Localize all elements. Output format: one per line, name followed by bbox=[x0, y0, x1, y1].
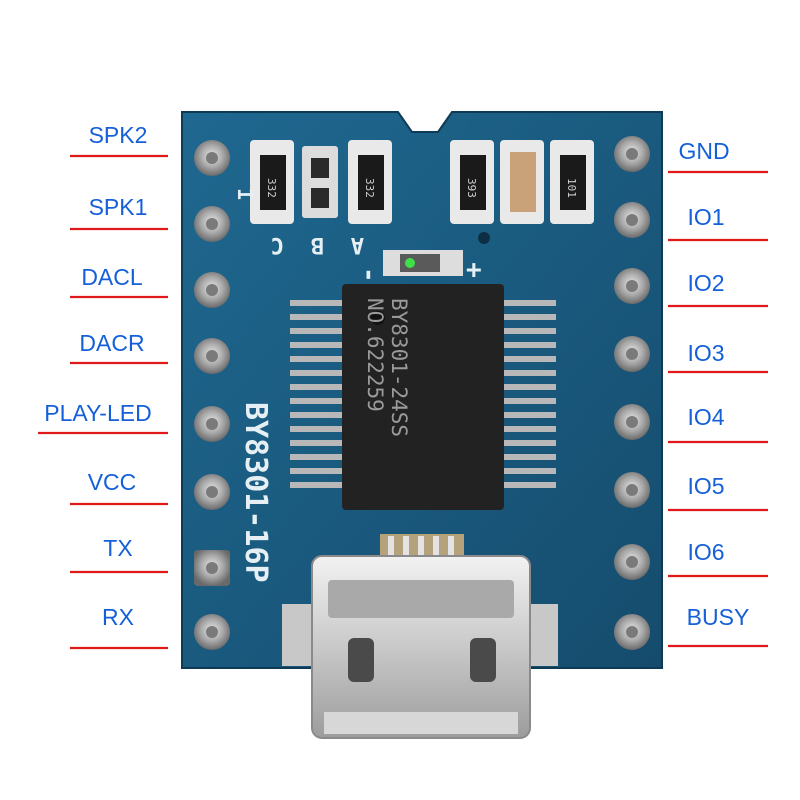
pin-label-tx: TX bbox=[103, 535, 132, 561]
micro-usb-connector bbox=[282, 534, 558, 739]
jumper-mark: 1 bbox=[233, 188, 257, 200]
led: - + bbox=[354, 250, 482, 285]
chip-leads-right bbox=[500, 300, 556, 488]
chip-marking-line2: NO.622259 bbox=[363, 298, 387, 412]
pin-label-spk1: SPK1 bbox=[89, 194, 148, 220]
pin-label-io6: IO6 bbox=[687, 539, 724, 565]
board-silk-label: BY8301-16P bbox=[238, 402, 273, 583]
pin-label-io1: IO1 bbox=[687, 204, 724, 230]
chip-leads-left bbox=[290, 300, 346, 488]
resistor-code: 393 bbox=[465, 178, 478, 198]
pin-label-gnd: GND bbox=[678, 138, 729, 164]
led-minus: - bbox=[354, 267, 384, 283]
jumper-label-a: A bbox=[351, 232, 364, 257]
pin-label-spk2: SPK2 bbox=[89, 122, 148, 148]
pin-label-play-led: PLAY-LED bbox=[44, 400, 151, 426]
top-components: 332 332 393 101 bbox=[250, 140, 594, 224]
pin-label-io2: IO2 bbox=[687, 270, 724, 296]
left-header-pins bbox=[194, 140, 230, 650]
pin-label-dacl: DACL bbox=[81, 264, 143, 290]
pin-label-dacr: DACR bbox=[79, 330, 144, 356]
pin-label-rx: RX bbox=[102, 604, 134, 630]
pin-label-vcc: VCC bbox=[88, 469, 137, 495]
chip-body bbox=[342, 284, 504, 510]
pin-label-busy: BUSY bbox=[687, 604, 750, 630]
resistor-code: 332 bbox=[363, 178, 376, 198]
via bbox=[478, 232, 490, 244]
right-pin-labels: GND IO1 IO2 IO3 IO4 IO5 IO6 BUSY bbox=[668, 138, 768, 648]
pin-label-io5: IO5 bbox=[687, 473, 724, 499]
pin-label-io4: IO4 bbox=[687, 404, 724, 430]
resistor-code: 332 bbox=[265, 178, 278, 198]
led-plus: + bbox=[466, 255, 482, 285]
jumper-label-c: C bbox=[271, 232, 284, 257]
chip-pin1-dot bbox=[371, 311, 385, 325]
right-header-pins bbox=[614, 136, 650, 650]
resistor-code: 101 bbox=[565, 178, 578, 198]
chip-marking-line1: BY8301-24SS bbox=[387, 298, 411, 437]
jumper-label-b: B bbox=[311, 232, 324, 257]
pin-label-io3: IO3 bbox=[687, 340, 724, 366]
left-pin-labels: SPK2 SPK1 DACL DACR PLAY-LED VCC TX RX bbox=[38, 122, 168, 650]
